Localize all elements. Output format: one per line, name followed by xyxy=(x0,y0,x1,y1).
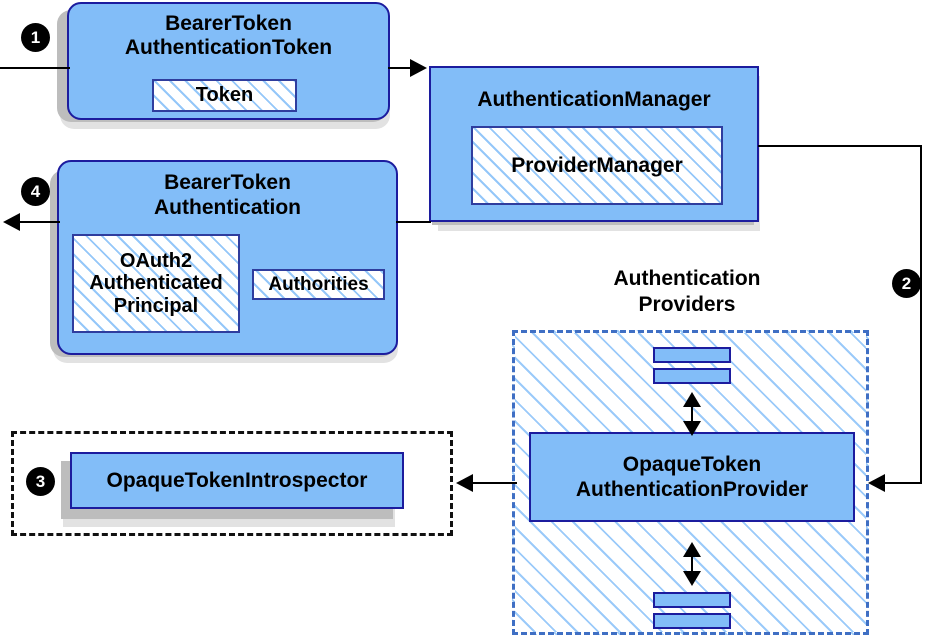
step-badge-1: 1 xyxy=(22,24,49,51)
node-opaque-token-authentication-provider[interactable]: OpaqueToken AuthenticationProvider xyxy=(529,432,855,522)
provider-link-top-line xyxy=(691,395,693,431)
connector-step2-right xyxy=(920,145,922,483)
provider-link-bottom-line xyxy=(691,545,693,581)
provider-line1: OpaqueToken xyxy=(622,452,762,476)
provider-stack-bar-top-1 xyxy=(653,347,731,363)
provider-link-bottom-arrow-down xyxy=(683,571,701,586)
connector-token-to-manager-line xyxy=(388,67,421,69)
ap-title-line1: Authentication xyxy=(613,267,761,290)
authentication-manager-label: AuthenticationManager xyxy=(477,88,711,111)
connector-token-to-manager-arrow xyxy=(410,59,427,77)
node-provider-manager[interactable]: ProviderManager xyxy=(471,126,723,205)
connector-step3-arrow xyxy=(456,474,473,492)
connector-step2-arrow xyxy=(868,474,885,492)
step-badge-3: 3 xyxy=(27,468,54,495)
node-token[interactable]: Token xyxy=(152,79,297,112)
node-authorities[interactable]: Authorities xyxy=(252,269,385,300)
principal-line1: OAuth2 xyxy=(119,249,193,272)
node-oauth2-authenticated-principal[interactable]: OAuth2 Authenticated Principal xyxy=(72,234,240,333)
provider-link-top-arrow-down xyxy=(683,421,701,436)
opaque-token-introspector-group xyxy=(11,431,453,536)
node-opaque-token-introspector[interactable]: OpaqueTokenIntrospector xyxy=(70,452,404,509)
provider-link-bottom-arrow-up xyxy=(683,542,701,557)
ap-title-line2: Providers xyxy=(638,292,736,316)
provider-link-top-arrow-up xyxy=(683,392,701,407)
provider-stack-bar-bottom-2 xyxy=(653,613,731,629)
principal-line3: Principal xyxy=(113,294,199,317)
provider-stack-bar-top-2 xyxy=(653,368,731,384)
connector-request-in xyxy=(0,67,70,69)
connector-manager-to-auth-line xyxy=(396,221,431,223)
step-badge-2: 2 xyxy=(893,270,920,297)
connector-step2-top xyxy=(758,145,922,147)
btat-title-line1: BearerToken xyxy=(165,12,292,35)
bta-title-line2: Authentication xyxy=(154,195,301,219)
connector-step3-line xyxy=(472,482,517,484)
btat-title-line2: AuthenticationToken xyxy=(124,36,333,60)
provider-line2: AuthenticationProvider xyxy=(575,478,809,501)
authentication-providers-title: Authentication Providers xyxy=(566,266,808,317)
bta-title-line1: BearerToken xyxy=(164,171,291,194)
principal-line2: Authenticated xyxy=(89,272,223,295)
connector-auth-out-arrow xyxy=(3,213,20,231)
connector-step2-bottom xyxy=(884,482,922,484)
step-badge-4: 4 xyxy=(22,178,49,205)
connector-auth-out-line xyxy=(18,221,60,223)
provider-stack-bar-bottom-1 xyxy=(653,592,731,608)
